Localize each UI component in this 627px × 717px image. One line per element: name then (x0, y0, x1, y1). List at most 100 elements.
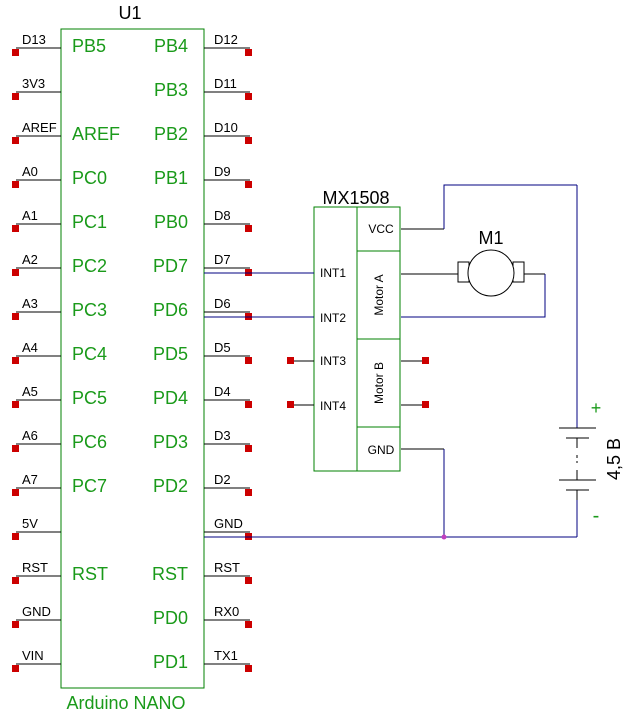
arduino-body (60, 28, 205, 689)
motor-terminal-right (512, 261, 525, 283)
battery-minus-label: - (593, 505, 600, 527)
left-pin-port: PC3 (72, 300, 107, 320)
right-pin-port: PB4 (154, 36, 188, 56)
right-pin-end (245, 665, 252, 672)
right-pin-end (245, 181, 252, 188)
left-pin-end (12, 93, 19, 100)
mx1508-driver: MX1508 INT1 INT2 INT3 INT4 VCC GND Motor… (287, 188, 458, 472)
left-pin-net: D13 (22, 32, 46, 47)
left-pin-net: A5 (22, 384, 38, 399)
driver-pin-end (287, 357, 294, 364)
left-pin-end (12, 269, 19, 276)
left-pin-end (12, 137, 19, 144)
driver-gnd-label: GND (368, 443, 395, 457)
left-pin-net: A0 (22, 164, 38, 179)
left-pin-end (12, 313, 19, 320)
right-pin-net: D7 (214, 252, 231, 267)
battery: + - 4,5 B (559, 185, 624, 537)
right-pin-end (245, 577, 252, 584)
right-pin-net: D11 (214, 76, 237, 91)
motor-terminal-left (457, 261, 470, 283)
left-pin-port: PC4 (72, 344, 107, 364)
right-pin-net: D3 (214, 428, 231, 443)
left-pin-port: AREF (72, 124, 120, 144)
left-pin-net: A2 (22, 252, 38, 267)
driver-int2-label: INT2 (320, 311, 346, 325)
driver-pin-end (422, 401, 429, 408)
driver-int1-label: INT1 (320, 266, 346, 280)
driver-vcc-label: VCC (368, 222, 394, 236)
left-pin-port: PC2 (72, 256, 107, 276)
right-pin-end (245, 489, 252, 496)
right-pin-net: D12 (214, 32, 238, 47)
left-pin-end (12, 181, 19, 188)
gnd-junction (441, 534, 447, 540)
right-pin-port: PD6 (153, 300, 188, 320)
right-pin-end (245, 137, 252, 144)
left-pin-net: VIN (22, 648, 44, 663)
right-pin-net: D6 (214, 296, 231, 311)
driver-motor-a-label: Motor A (372, 274, 386, 315)
right-pin-port: PD4 (153, 388, 188, 408)
wires (204, 184, 577, 540)
wire-motor-return (401, 274, 546, 318)
wire-vcc-battery (443, 184, 577, 229)
left-pin-net: 3V3 (22, 76, 45, 91)
right-pin-port: PD5 (153, 344, 188, 364)
motor-ref: M1 (478, 228, 503, 248)
left-pin-net: AREF (22, 120, 57, 135)
u1-ref: U1 (118, 3, 141, 23)
left-pin-net: 5V (22, 516, 38, 531)
right-pin-net: D8 (214, 208, 231, 223)
right-pin-port: PD7 (153, 256, 188, 276)
right-pin-net: RX0 (214, 604, 239, 619)
right-pin-port: PD3 (153, 432, 188, 452)
right-pin-port: PD2 (153, 476, 188, 496)
right-pin-net: GND (214, 516, 243, 531)
right-pin-end (245, 49, 252, 56)
right-pin-net: RST (214, 560, 240, 575)
left-pin-net: A4 (22, 340, 38, 355)
left-pin-end (12, 533, 19, 540)
left-pin-net: A1 (22, 208, 38, 223)
left-pin-end (12, 445, 19, 452)
driver-int3-label: INT3 (320, 354, 346, 368)
right-pin-net: D4 (214, 384, 231, 399)
battery-value-label: 4,5 B (604, 438, 624, 480)
left-pin-net: GND (22, 604, 51, 619)
driver-pin-end (422, 357, 429, 364)
right-pin-end (245, 401, 252, 408)
left-pin-port: PC1 (72, 212, 107, 232)
right-pin-port: PB1 (154, 168, 188, 188)
left-pin-end (12, 489, 19, 496)
left-pin-end (12, 665, 19, 672)
left-pin-net: A7 (22, 472, 38, 487)
arduino-right-pins: D12PB4D11PB3D10PB2D9PB1D8PB0D7PD7D6PD6D5… (152, 32, 252, 672)
right-pin-port: RST (152, 564, 188, 584)
driver-int4-label: INT4 (320, 399, 346, 413)
right-pin-port: PB0 (154, 212, 188, 232)
right-pin-net: D9 (214, 164, 231, 179)
left-pin-port: PB5 (72, 36, 106, 56)
right-pin-port: PD0 (153, 608, 188, 628)
left-pin-port: RST (72, 564, 108, 584)
right-pin-net: D5 (214, 340, 231, 355)
left-pin-end (12, 225, 19, 232)
left-pin-end (12, 401, 19, 408)
right-pin-port: PD1 (153, 652, 188, 672)
motor-symbol (467, 249, 515, 297)
left-pin-port: PC7 (72, 476, 107, 496)
left-pin-net: RST (22, 560, 48, 575)
left-pin-net: A6 (22, 428, 38, 443)
right-pin-end (245, 93, 252, 100)
left-pin-end (12, 621, 19, 628)
driver-pin-end (287, 401, 294, 408)
right-pin-net: D2 (214, 472, 231, 487)
right-pin-end (245, 621, 252, 628)
left-pin-net: A3 (22, 296, 38, 311)
driver-motor-b-label: Motor B (372, 362, 386, 404)
right-pin-end (245, 225, 252, 232)
